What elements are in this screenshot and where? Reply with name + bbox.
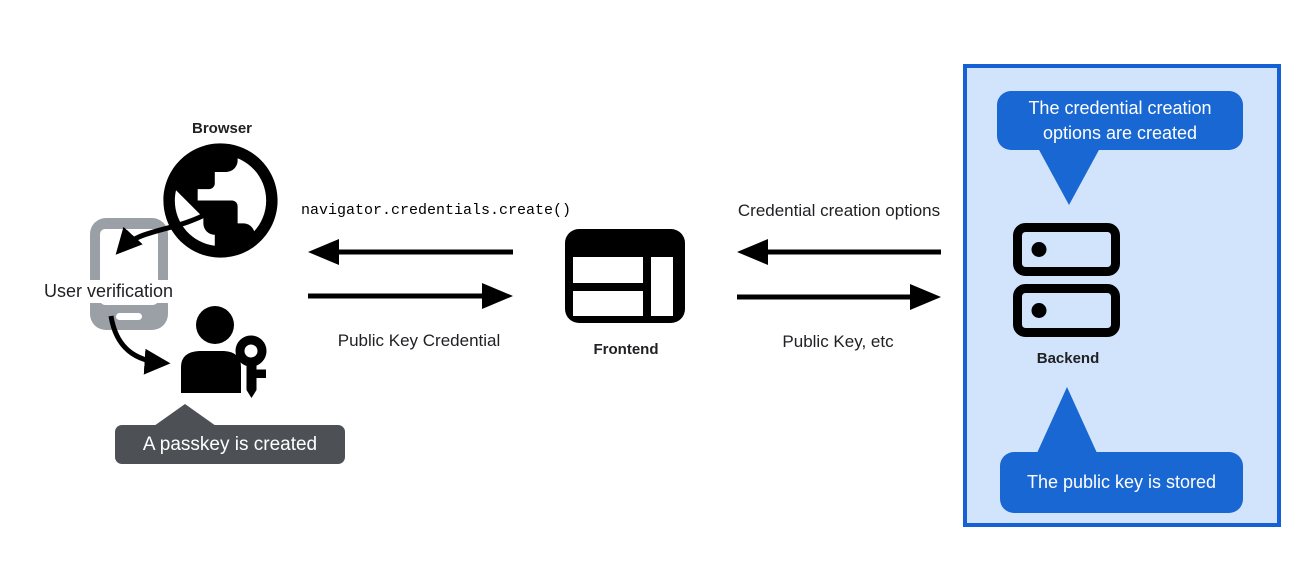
backend-label: Backend: [1036, 350, 1100, 367]
credential-creation-options-label: Credential creation options: [737, 201, 941, 220]
public-key-bubble: The public key is stored: [1000, 452, 1243, 513]
frontend-label: Frontend: [593, 341, 659, 358]
passkey-tooltip-text: A passkey is created: [142, 433, 318, 455]
credential-options-bubble: The credential creation options are crea…: [997, 91, 1243, 150]
public-key-bubble-pointer: [1037, 387, 1097, 453]
backend-server-icon: [1013, 223, 1120, 337]
arrow-public-key-credential: [308, 283, 513, 309]
backend-panel: The credential creation options are crea…: [963, 64, 1281, 527]
browser-label: Browser: [191, 120, 253, 137]
credential-options-bubble-pointer: [1038, 148, 1100, 205]
arrow-create-call: [308, 239, 513, 265]
api-call-label: navigator.credentials.create(): [300, 202, 572, 219]
user-verification-label: User verification: [40, 280, 178, 303]
public-key-bubble-text: The public key is stored: [1026, 472, 1217, 492]
arrow-credential-creation-options: [737, 239, 941, 265]
passkey-tooltip-pointer: [154, 404, 216, 426]
arrow-public-key-etc: [737, 284, 941, 310]
public-key-etc-label: Public Key, etc: [782, 332, 894, 351]
user-with-passkey-icon: [181, 306, 267, 398]
frontend-window-icon: [565, 229, 685, 323]
public-key-credential-label: Public Key Credential: [337, 331, 501, 350]
passkey-tooltip: A passkey is created: [115, 425, 345, 464]
browser-globe-icon: [163, 143, 278, 258]
credential-options-bubble-text: The credential creation options are crea…: [1028, 97, 1212, 143]
